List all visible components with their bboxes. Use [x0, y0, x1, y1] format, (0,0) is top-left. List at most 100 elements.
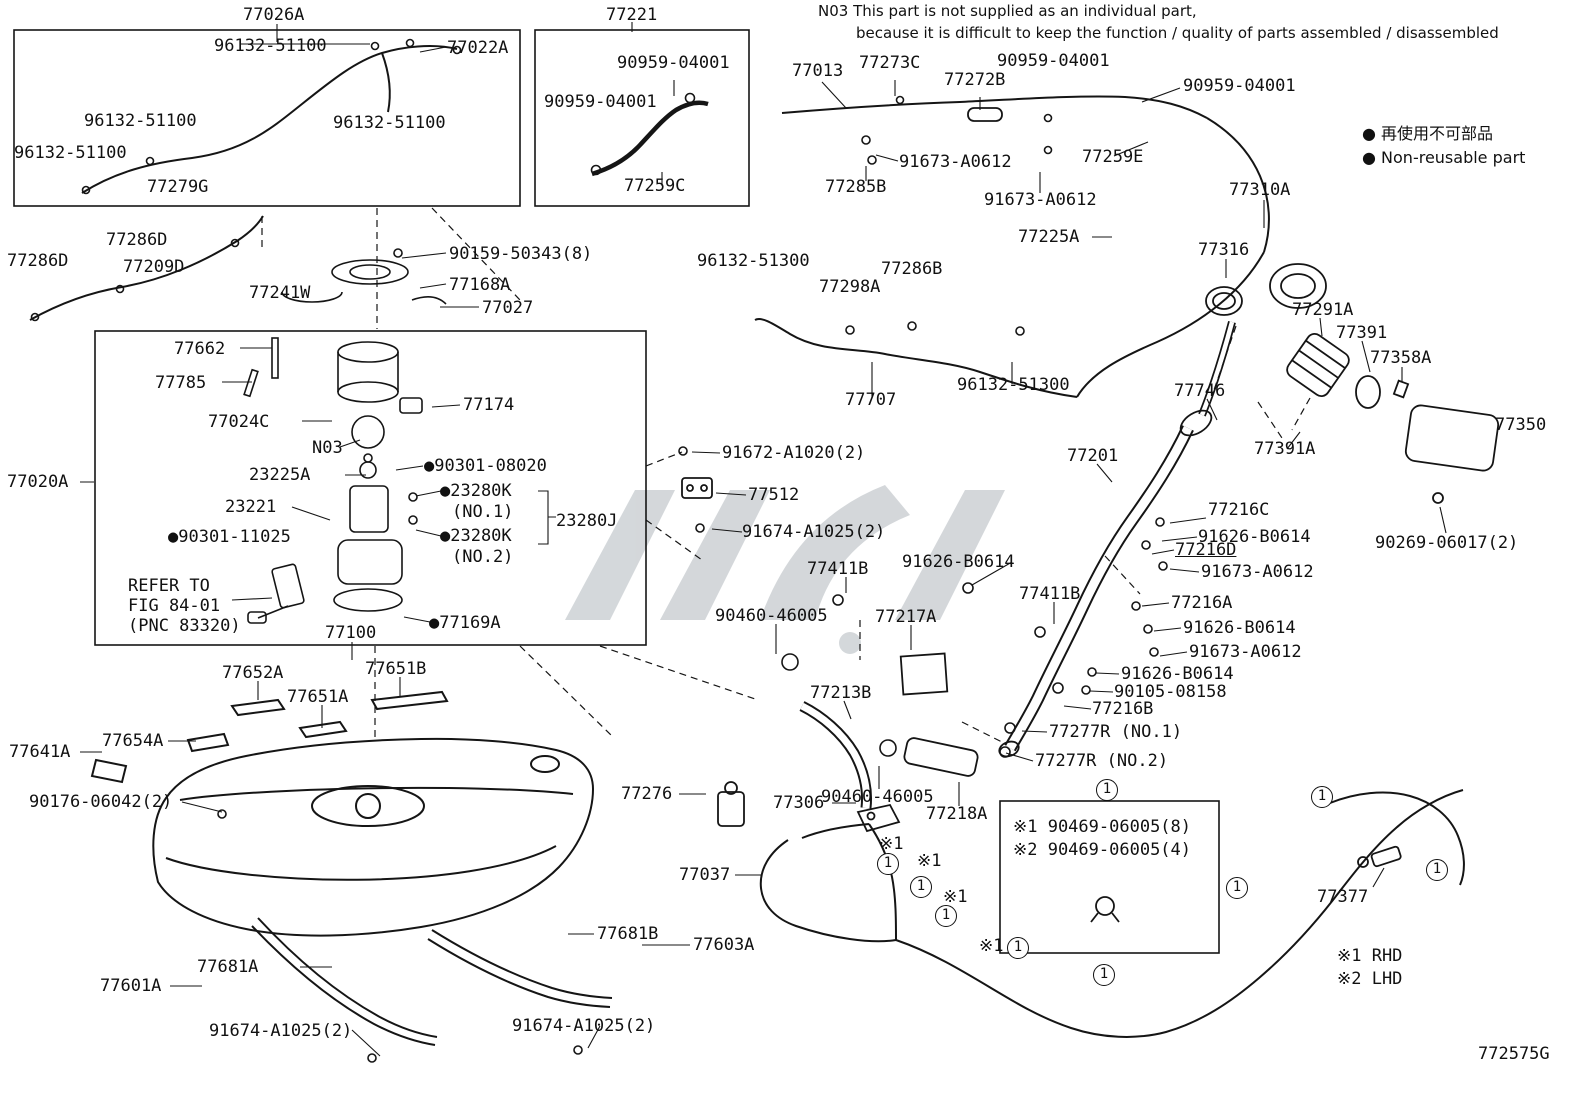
part-label: 91626-B0614 — [1183, 618, 1296, 638]
part-label: 77020A — [7, 472, 69, 492]
part-label: ●90301-08020 — [424, 456, 547, 476]
part-label: ●23280K — [440, 526, 512, 546]
part-label: 77391 — [1336, 323, 1388, 343]
part-label: FIG 84-01 — [128, 596, 221, 616]
part-label: 77377 — [1317, 887, 1369, 907]
circled-number-marker: 1 — [1226, 877, 1248, 899]
circled-number-marker: 1 — [877, 853, 899, 875]
part-label: REFER TO — [128, 576, 210, 596]
part-label: 77652A — [222, 663, 284, 683]
part-label: ※2 90469-06005(4) — [1013, 840, 1192, 860]
part-label: 77681B — [597, 924, 659, 944]
part-label: 77168A — [449, 275, 511, 295]
part-label: 96132-51100 — [214, 36, 327, 56]
part-label: 77217A — [875, 607, 937, 627]
part-label: 77013 — [792, 61, 844, 81]
part-label: 77259E — [1082, 147, 1144, 167]
part-label: 77651A — [287, 687, 349, 707]
legend-non-reusable-jp: ● 再使用不可部品 — [1362, 124, 1494, 143]
circled-number-marker: 1 — [1311, 786, 1333, 808]
part-label: 77411B — [807, 559, 869, 579]
part-label: 96132-51100 — [14, 143, 127, 163]
part-label: 77306 — [773, 793, 825, 813]
part-label: 77785 — [155, 373, 207, 393]
part-label: 77216A — [1171, 593, 1233, 613]
part-label: 77746 — [1174, 381, 1226, 401]
part-label: 90959-04001 — [544, 92, 657, 112]
legend-non-reusable-en: ● Non-reusable part — [1362, 148, 1526, 167]
part-label: 90460-46005 — [821, 787, 934, 807]
part-label: ※1 — [943, 887, 968, 907]
part-label: 77024C — [208, 412, 270, 432]
part-label: 77681A — [197, 957, 259, 977]
part-label: 77272B — [944, 70, 1006, 90]
part-label: 77277R (NO.1) — [1049, 722, 1183, 742]
part-label: ※1 — [917, 851, 942, 871]
part-label: 77512 — [748, 485, 800, 505]
note-line-1: N03 This part is not supplied as an indi… — [818, 2, 1197, 20]
circled-number-marker: 1 — [1426, 859, 1448, 881]
part-label: (NO.2) — [452, 547, 514, 567]
part-label: 91626-B0614 — [1121, 664, 1234, 684]
part-label: 77027 — [482, 298, 534, 318]
part-label: 90959-04001 — [1183, 76, 1296, 96]
part-label: 77316 — [1198, 240, 1250, 260]
part-label: 91626-B0614 — [902, 552, 1015, 572]
part-label: 91674-A1025(2) — [742, 522, 886, 542]
part-label: (PNC 83320) — [128, 616, 241, 636]
part-label: ※1 — [979, 936, 1004, 956]
part-label: 77298A — [819, 277, 881, 297]
part-label: 96132-51300 — [697, 251, 810, 271]
part-label: 90959-04001 — [997, 51, 1110, 71]
part-label: 77641A — [9, 742, 71, 762]
part-label: 77601A — [100, 976, 162, 996]
part-label: 77209D — [123, 257, 185, 277]
part-label: ●90301-11025 — [168, 527, 291, 547]
part-label: 77654A — [102, 731, 164, 751]
part-label: 77391A — [1254, 439, 1316, 459]
part-label: 96132-51100 — [333, 113, 446, 133]
part-label: 91673-A0612 — [899, 152, 1012, 172]
circled-number-marker: 1 — [1096, 779, 1118, 801]
part-label: 77216B — [1092, 699, 1154, 719]
part-label: 77286D — [7, 251, 69, 271]
watermark-logo — [565, 485, 1005, 654]
part-label: 77221 — [606, 5, 658, 25]
part-label: 77273C — [859, 53, 921, 73]
part-label: ※2 LHD — [1337, 969, 1403, 989]
part-label: 23225A — [249, 465, 311, 485]
part-label: 77707 — [845, 390, 897, 410]
part-label: ※1 90469-06005(8) — [1013, 817, 1192, 837]
circled-number-marker: 1 — [1093, 964, 1115, 986]
part-label: 90105-08158 — [1114, 682, 1227, 702]
part-label: ●23280K — [440, 481, 512, 501]
part-label: 96132-51100 — [84, 111, 197, 131]
part-label: 23280J — [556, 511, 618, 531]
part-label: 77277R (NO.2) — [1035, 751, 1169, 771]
part-label: 77651B — [365, 659, 427, 679]
part-label: 77276 — [621, 784, 673, 804]
part-label: 77037 — [679, 865, 731, 885]
drawing-code: 772575G — [1478, 1044, 1550, 1064]
part-label: 77286B — [881, 259, 943, 279]
part-label: 77216C — [1208, 500, 1270, 520]
part-label: 90176-06042(2) — [29, 792, 173, 812]
part-label: 91673-A0612 — [1201, 562, 1314, 582]
part-label: 77603A — [693, 935, 755, 955]
part-label: ※1 — [879, 834, 904, 854]
part-label: 90269-06017(2) — [1375, 533, 1519, 553]
part-label: 77100 — [325, 623, 377, 643]
part-label: 77279G — [147, 177, 209, 197]
part-label: 91626-B0614 — [1198, 527, 1311, 547]
part-label: 77022A — [447, 38, 509, 58]
part-label: 77286D — [106, 230, 168, 250]
part-label: 77285B — [825, 177, 887, 197]
circled-number-marker: 1 — [935, 905, 957, 927]
part-label: 96132-51300 — [957, 375, 1070, 395]
part-label: ●77169A — [429, 613, 501, 633]
part-label: 77174 — [463, 395, 515, 415]
part-label: 91672-A1020(2) — [722, 443, 866, 463]
part-label: 77201 — [1067, 446, 1119, 466]
